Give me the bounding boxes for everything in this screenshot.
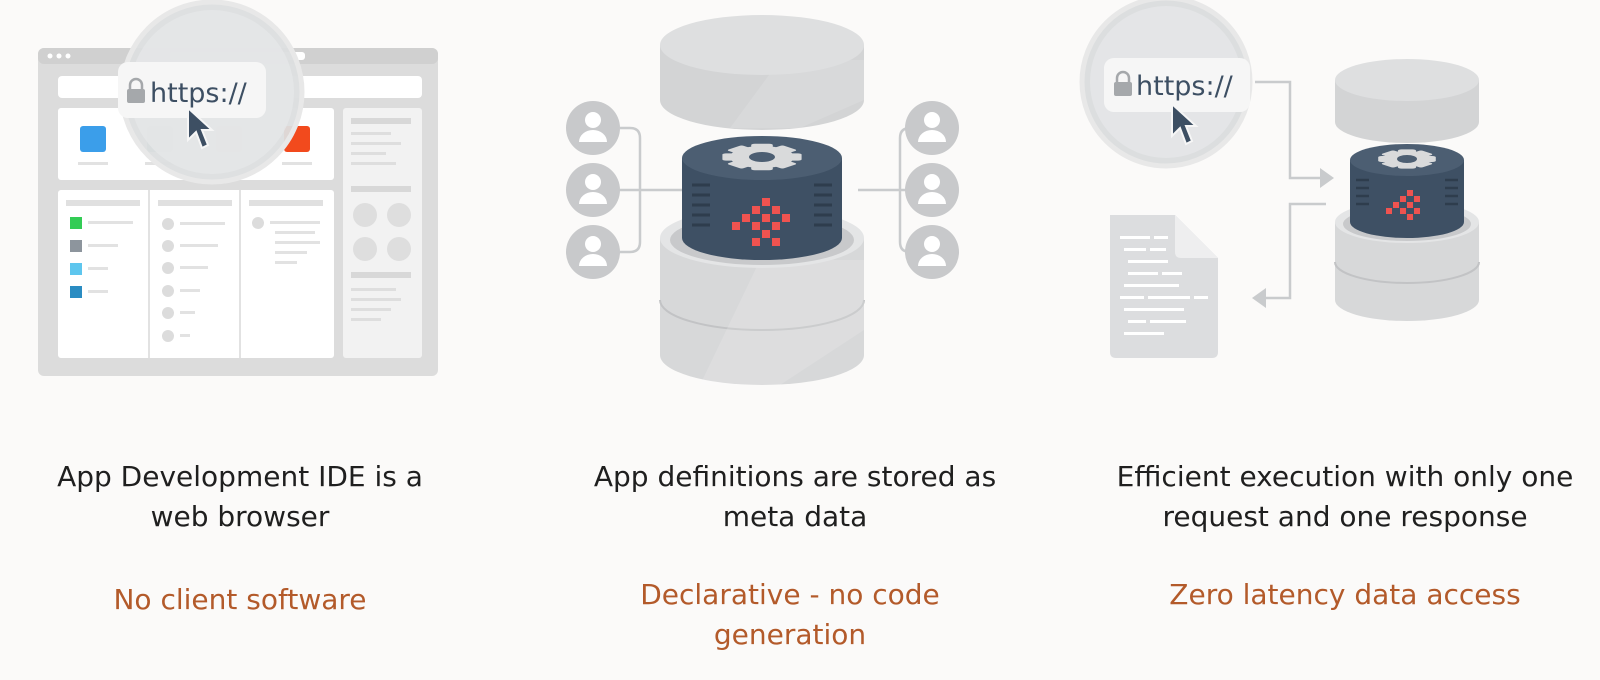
magnifier-icon: [1079, 0, 1253, 169]
metadata-illustration: [566, 15, 959, 385]
panel-2-caption: App definitions are stored as meta data: [593, 460, 997, 533]
cursor-icon: [1171, 101, 1199, 146]
cursor-icon: [187, 105, 215, 150]
user-icon: [905, 225, 959, 279]
gear-icon: [1378, 149, 1436, 169]
panel-2-subcaption: Declarative - no code generation: [640, 578, 940, 651]
database-icon: [1334, 59, 1480, 321]
user-icon: [905, 163, 959, 217]
user-icon: [905, 101, 959, 155]
user-icon: [566, 163, 620, 217]
database-icon: [659, 15, 865, 385]
document-icon: [1110, 215, 1218, 358]
panel-3-subcaption: Zero latency data access: [1169, 578, 1521, 611]
lock-icon: [127, 77, 145, 103]
panel-1-caption: App Development IDE is a web browser: [57, 460, 423, 533]
magnifier-icon: [118, 0, 305, 185]
panel-3-caption: Efficient execution with only one reques…: [1116, 460, 1574, 533]
user-icon: [566, 101, 620, 155]
gear-icon: [722, 143, 802, 171]
execution-illustration: https://: [1079, 0, 1480, 358]
user-icon: [566, 225, 620, 279]
url-text: https://: [150, 78, 248, 109]
panel-1-subcaption: No client software: [113, 583, 367, 616]
browser-illustration: https://: [38, 0, 438, 376]
url-text: https://: [1136, 71, 1234, 102]
lock-icon: [1114, 70, 1132, 96]
